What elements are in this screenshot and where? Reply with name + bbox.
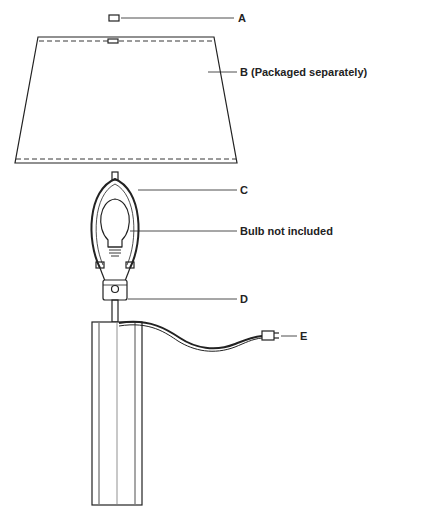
leader-line: [208, 72, 237, 73]
part-label: C: [240, 183, 248, 197]
stem: [112, 300, 118, 322]
leader-line: [281, 336, 297, 337]
harp-leg: [125, 268, 130, 281]
part-label: A: [238, 11, 246, 25]
harp-leg: [100, 268, 105, 281]
socket: [103, 280, 127, 300]
lamp-base: [92, 322, 142, 505]
part-label: E: [300, 329, 307, 343]
part-label: D: [240, 292, 248, 306]
harp-inner: [96, 184, 134, 265]
bulb: [101, 199, 130, 247]
harp: [91, 179, 138, 268]
base-groove: [135, 323, 136, 504]
part-label: Bulb not included: [240, 224, 333, 238]
socket-rim: [103, 285, 127, 286]
plug-prong: [274, 337, 279, 338]
harp-sleeve: [126, 262, 134, 268]
leader-line: [130, 231, 237, 232]
shade-slot: [108, 39, 118, 43]
lamp-shade: [15, 37, 237, 163]
leader-line: [128, 299, 237, 300]
plug: [262, 331, 274, 340]
shade-seam: [16, 159, 236, 160]
base-groove: [99, 323, 100, 504]
bulb-base: [108, 247, 122, 256]
leader-line: [138, 190, 237, 191]
harp-sleeve: [96, 262, 104, 268]
finial: [109, 15, 119, 21]
leader-line: [121, 18, 234, 19]
power-cord: [119, 325, 262, 351]
part-label: B (Packaged separately): [240, 65, 367, 79]
plug-prong: [274, 332, 279, 333]
socket-switch: [112, 286, 119, 293]
shade-seam: [39, 41, 213, 42]
base-groove: [117, 323, 118, 504]
